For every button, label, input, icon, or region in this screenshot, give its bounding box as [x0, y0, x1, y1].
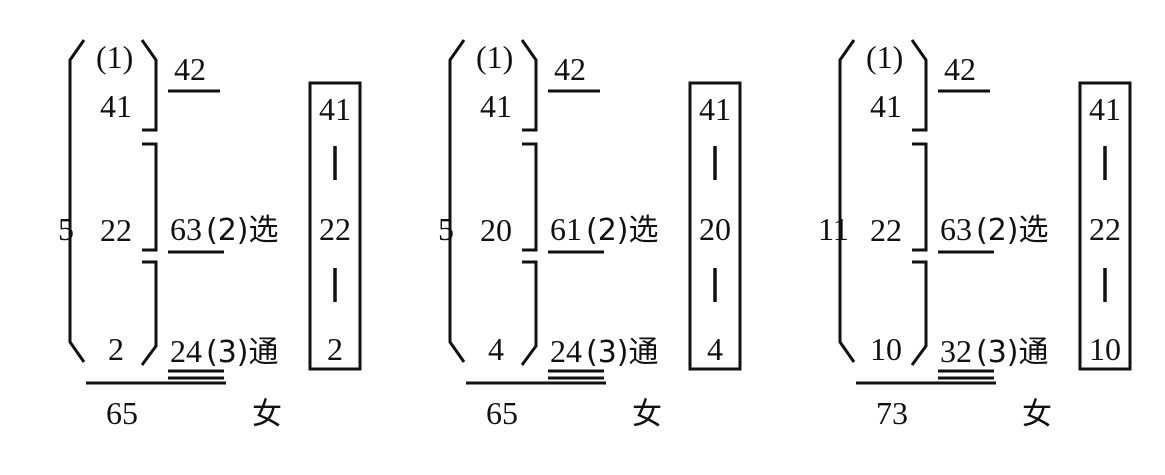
- answer-middle: 22: [319, 211, 351, 247]
- right-bracket-top: [140, 39, 158, 132]
- right-bracket-top: [910, 39, 928, 132]
- step-2-label: (2)选: [206, 213, 279, 248]
- answer-bottom: 4: [707, 331, 723, 367]
- left-large-bracket: [448, 39, 466, 363]
- bottom-total: 65: [106, 395, 138, 431]
- left-large-bracket: [68, 39, 86, 363]
- answer-top: 41: [1089, 91, 1121, 127]
- answer-box: [688, 81, 742, 371]
- right-bracket-middle: [522, 142, 538, 252]
- right-bracket-bottom: [520, 260, 538, 366]
- answer-top: 41: [319, 91, 351, 127]
- answer-bottom: 10: [1089, 331, 1121, 367]
- answer-box: [308, 81, 362, 371]
- puzzle-3: (1) 41 11 22 10 42 63 (2)选 32 (3)通 73 女 …: [818, 39, 1132, 432]
- term-3: 4: [488, 331, 504, 367]
- puzzle-1: (1) 41 5 22 2 42 63 (2)选 24 (3)通 65 女 41…: [58, 39, 362, 432]
- step-3-label: (3)通: [586, 335, 659, 370]
- sum-1: 42: [554, 51, 586, 87]
- term-1: 41: [870, 88, 902, 124]
- left-total: 5: [438, 211, 454, 247]
- sum-1: 42: [944, 51, 976, 87]
- right-bracket-top: [520, 39, 538, 132]
- bottom-total: 73: [876, 395, 908, 431]
- sum-3: 24: [550, 333, 582, 369]
- step-3-label: (3)通: [976, 335, 1049, 370]
- mark-label: (1): [96, 39, 133, 75]
- answer-top: 41: [699, 91, 731, 127]
- answer-middle: 22: [1089, 211, 1121, 247]
- term-1: 41: [100, 88, 132, 124]
- right-bracket-bottom: [910, 260, 928, 366]
- term-1: 41: [480, 88, 512, 124]
- sum-2: 61: [550, 211, 582, 247]
- female-label: 女: [252, 397, 282, 432]
- term-2: 22: [870, 212, 902, 248]
- term-3: 10: [870, 331, 902, 367]
- step-2-label: (2)选: [586, 213, 659, 248]
- female-label: 女: [632, 397, 662, 432]
- female-label: 女: [1022, 397, 1052, 432]
- puzzle-2: (1) 41 5 20 4 42 61 (2)选 24 (3)通 65 女 41…: [438, 39, 742, 432]
- step-3-label: (3)通: [206, 335, 279, 370]
- term-2: 20: [480, 212, 512, 248]
- sum-3: 32: [940, 333, 972, 369]
- mark-label: (1): [476, 39, 513, 75]
- sum-1: 42: [174, 51, 206, 87]
- term-3: 2: [108, 331, 124, 367]
- answer-box: [1078, 81, 1132, 371]
- right-bracket-middle: [912, 142, 928, 252]
- left-total: 5: [58, 211, 74, 247]
- term-2: 22: [100, 212, 132, 248]
- sum-2: 63: [940, 211, 972, 247]
- bottom-total: 65: [486, 395, 518, 431]
- right-bracket-bottom: [140, 260, 158, 366]
- left-total: 11: [818, 211, 849, 247]
- right-bracket-middle: [142, 142, 158, 252]
- answer-middle: 20: [699, 211, 731, 247]
- left-large-bracket: [838, 39, 856, 363]
- step-2-label: (2)选: [976, 213, 1049, 248]
- answer-bottom: 2: [327, 331, 343, 367]
- mark-label: (1): [866, 39, 903, 75]
- sum-3: 24: [170, 333, 202, 369]
- sum-2: 63: [170, 211, 202, 247]
